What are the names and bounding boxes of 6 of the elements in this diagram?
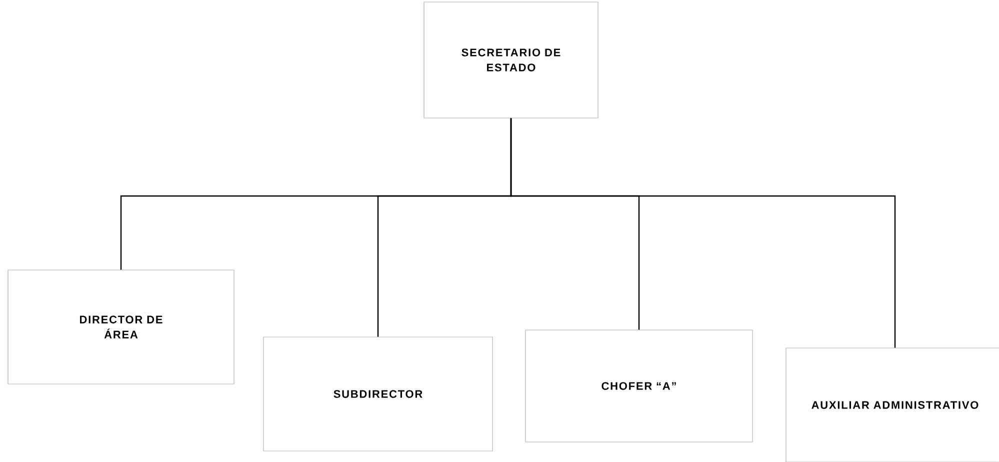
position-box: SUBDIRECTOR (263, 336, 493, 452)
position-box: AUXILIAR ADMINISTRATIVO (786, 348, 999, 462)
position-box: SECRETARIO DE ESTADO (424, 2, 598, 118)
position-box: DIRECTOR DE ÁREA (8, 270, 234, 384)
connector-line (510, 118, 896, 348)
position-box: CHOFER “A” (525, 330, 753, 442)
